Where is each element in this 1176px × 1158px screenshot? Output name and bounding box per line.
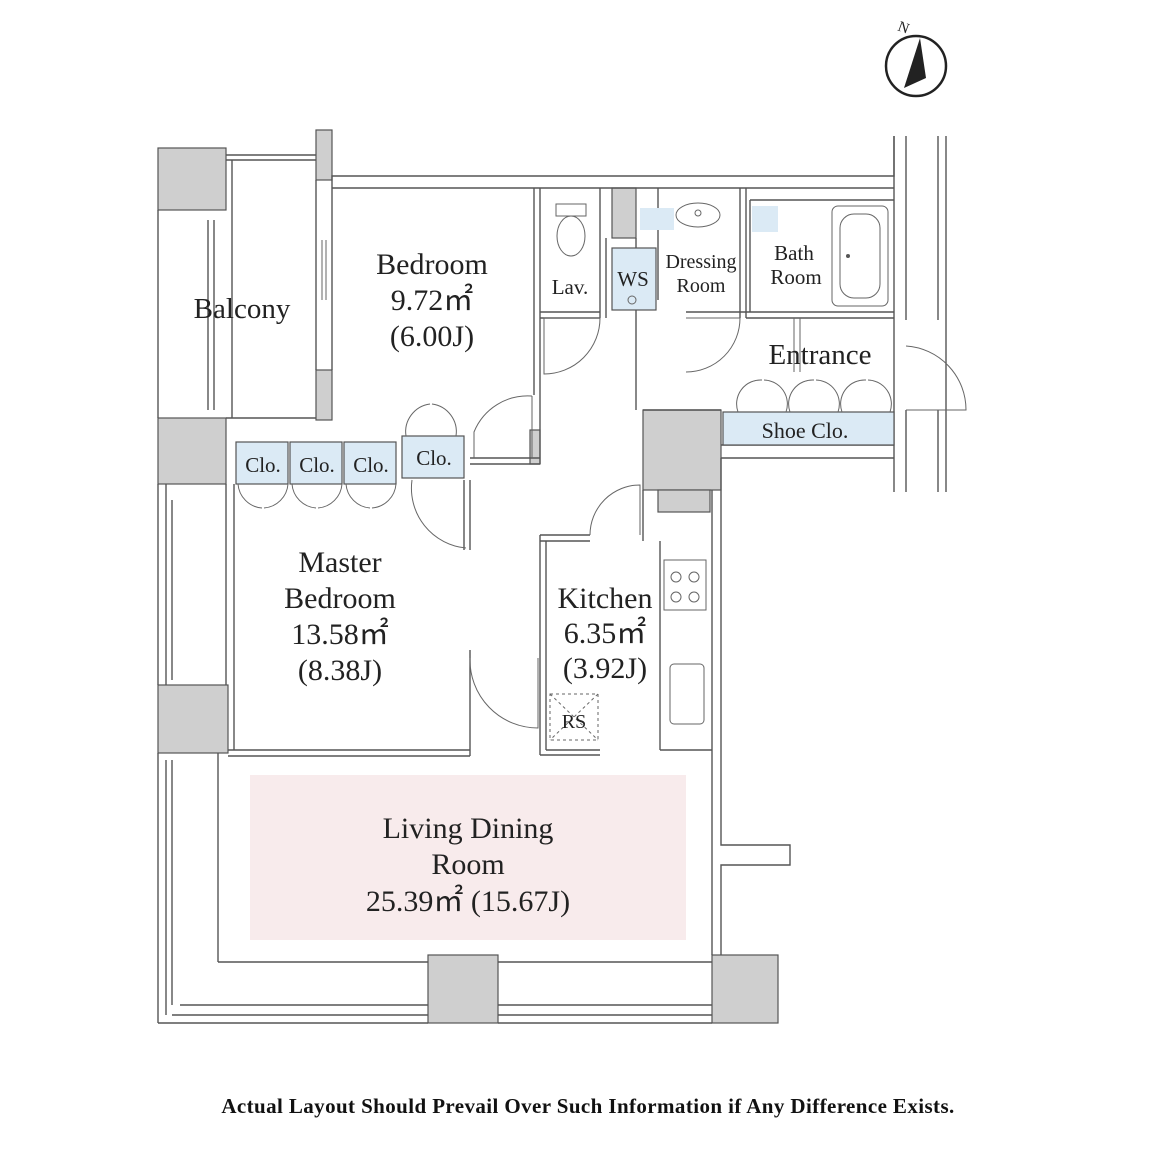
dressing-label-line2: Room [677, 275, 726, 297]
walls [157, 129, 779, 1024]
master-bedroom-area: 13.58㎡ [291, 618, 389, 651]
living-label-line1: Living Dining [383, 812, 554, 845]
kitchen-jo: (3.92J) [563, 652, 647, 685]
kitchen-area: 6.35㎡ [564, 617, 647, 650]
compass-icon: N [884, 19, 948, 98]
closet-2-label: Clo. [299, 453, 335, 477]
fixtures [549, 202, 889, 741]
master-bedroom-label-line1: Master [298, 546, 381, 579]
disclaimer-text: Actual Layout Should Prevail Over Such I… [221, 1094, 955, 1118]
shoe-closet-label: Shoe Clo. [762, 418, 849, 443]
closet-3-label: Clo. [353, 453, 389, 477]
rs-label: RS [562, 711, 586, 733]
room-labels: Balcony Bedroom 9.72㎡ (6.00J) Lav. WS Dr… [194, 241, 872, 918]
dressing-label-line1: Dressing [665, 251, 736, 273]
bath-label-line2: Room [770, 265, 821, 289]
kitchen-label: Kitchen [558, 582, 653, 615]
living-highlight [250, 775, 686, 940]
master-bedroom-label-line2: Bedroom [284, 582, 396, 615]
bath-label-line1: Bath [774, 241, 814, 265]
entrance-label: Entrance [768, 339, 871, 371]
balcony-label: Balcony [194, 293, 291, 325]
living-label-line2: Room [431, 848, 504, 881]
wall-lines [157, 136, 947, 1024]
bedroom-area: 9.72㎡ [391, 284, 474, 317]
ws-label: WS [617, 267, 649, 291]
master-bedroom-jo: (8.38J) [298, 654, 382, 687]
closets [235, 206, 895, 485]
compass-north-label: N [896, 19, 912, 38]
closet-4-label: Clo. [416, 446, 452, 470]
bedroom-label: Bedroom [376, 248, 488, 281]
lav-label: Lav. [552, 275, 589, 299]
bedroom-jo: (6.00J) [390, 320, 474, 353]
closet-1-label: Clo. [245, 453, 281, 477]
doors [237, 317, 967, 729]
living-area: 25.39㎡ (15.67J) [366, 885, 570, 918]
